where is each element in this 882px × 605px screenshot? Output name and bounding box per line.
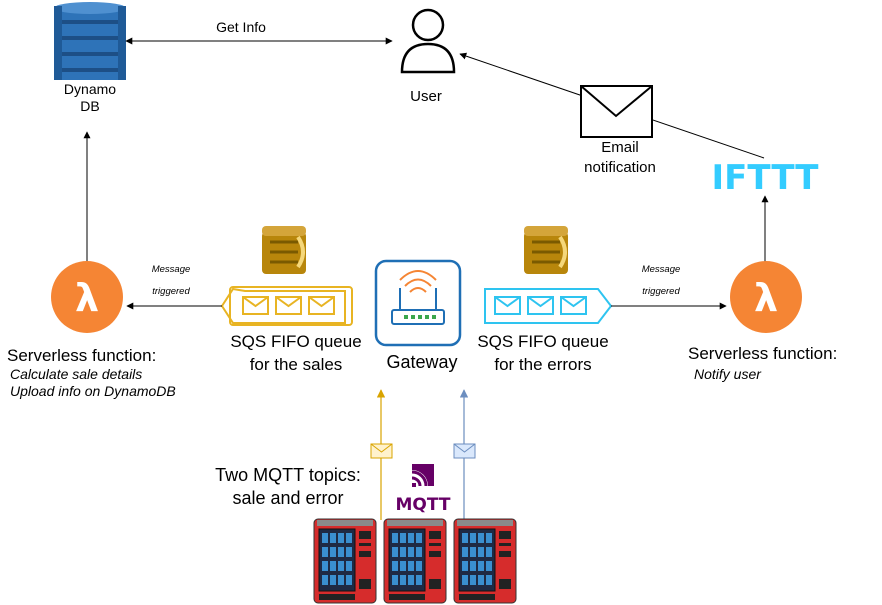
mqtt-topics-label-line2: sale and error: [232, 488, 344, 508]
user-label: User: [410, 88, 442, 105]
ifttt-logo-text: IFTTT: [711, 158, 819, 198]
left-function-line1: Calculate sale details: [10, 366, 143, 382]
errors-queue-label-line1: SQS FIFO queue: [477, 332, 609, 351]
dynamodb-label-line1: Dynamo: [63, 81, 117, 97]
mqtt-logo: MQTT: [396, 464, 451, 515]
dynamodb-label-line2: DB: [80, 98, 100, 114]
svg-text:λ: λ: [75, 276, 99, 320]
left-function-title: Serverless function:: [7, 346, 157, 365]
right-function-line1: Notify user: [694, 366, 761, 382]
user-icon: [400, 8, 456, 74]
right-trigger-label-line1: Message: [641, 264, 681, 275]
lambda-icon-left: λ: [51, 261, 123, 333]
left-function-line2: Upload info on DynamoDB: [10, 383, 176, 399]
email-label-line1: Email: [601, 139, 639, 156]
sqs-icon-errors: [524, 226, 568, 274]
lambda-icon-right: λ: [730, 261, 802, 333]
svg-text:λ: λ: [754, 276, 778, 320]
message-envelope-icon-error: [453, 443, 476, 459]
get-info-label: Get Info: [216, 19, 266, 35]
vending-machine-icon-3: [453, 518, 517, 604]
left-trigger-label-line2: triggered: [152, 286, 190, 297]
sqs-icon-sales: [262, 226, 306, 274]
sales-queue-label-line1: SQS FIFO queue: [230, 332, 362, 351]
queue-icon-errors: [484, 288, 613, 324]
left-trigger-label-line1: Message: [151, 264, 191, 275]
vending-machine-icon-2: [383, 518, 447, 604]
queue-icon-sales: [220, 286, 353, 326]
sales-queue-label-line2: for the sales: [249, 355, 343, 374]
email-label-line2: notification: [584, 159, 656, 176]
mqtt-topics-label-line1: Two MQTT topics:: [215, 465, 361, 485]
mqtt-logo-text: MQTT: [396, 495, 451, 515]
vending-machine-icon-1: [313, 518, 377, 604]
gateway-label: Gateway: [386, 352, 458, 372]
dynamodb-icon: [54, 2, 126, 80]
errors-queue-label-line2: for the errors: [494, 355, 592, 374]
ifttt-logo: IFTTT: [711, 158, 819, 198]
gateway-router-icon: [374, 259, 462, 347]
right-function-title: Serverless function:: [688, 344, 838, 363]
right-trigger-label-line2: triggered: [642, 286, 680, 297]
message-envelope-icon-sale: [370, 443, 393, 459]
